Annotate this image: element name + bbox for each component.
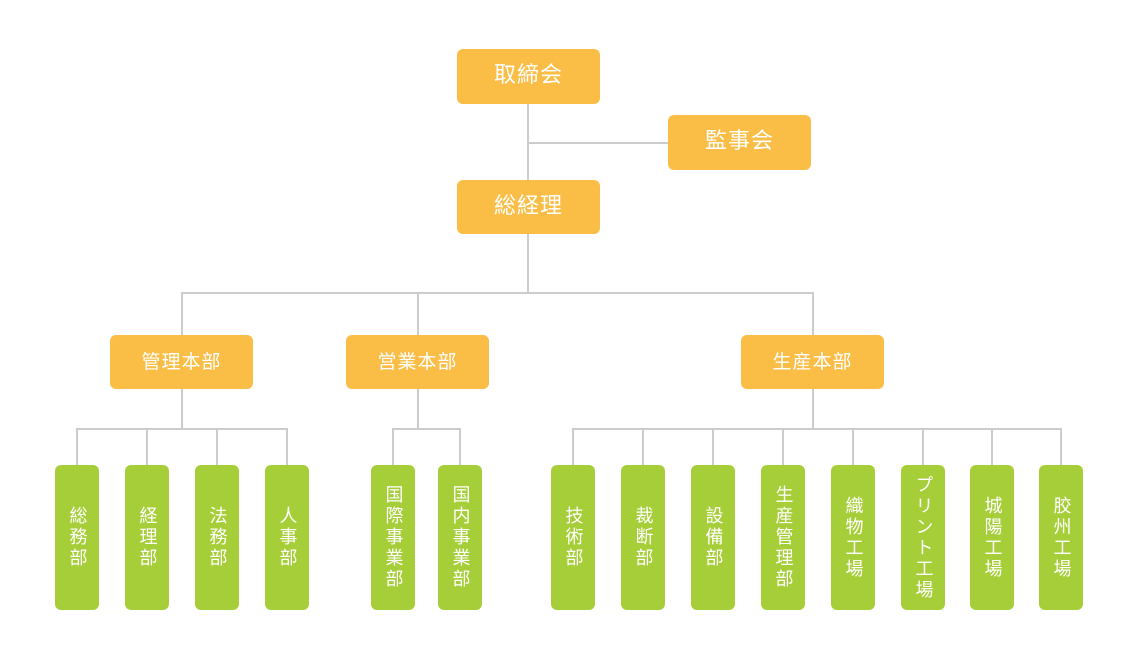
node-auditors[interactable]: 監事会 [668, 115, 811, 170]
node-division-production-label: 生産本部 [772, 350, 853, 373]
node-auditors-label: 監事会 [704, 129, 774, 155]
node-factory-textile-label: 織物工場 [842, 495, 864, 580]
connector-division-bus [181, 292, 814, 294]
connector-drop-admin-3 [216, 428, 218, 465]
node-department-human-resources-label: 人事部 [276, 506, 298, 569]
connector-drop-production-8 [1060, 428, 1062, 465]
node-factory-jiaozhou[interactable]: 胶州工場 [1039, 465, 1083, 610]
node-department-human-resources[interactable]: 人事部 [265, 465, 309, 610]
node-factory-print-label: プリント工場 [912, 474, 934, 601]
node-department-general-affairs-label: 総務部 [66, 506, 88, 569]
connector-drop-production-5 [852, 428, 854, 465]
node-president[interactable]: 総経理 [457, 180, 600, 234]
connector-production-stem [812, 389, 814, 428]
node-division-admin[interactable]: 管理本部 [110, 335, 253, 389]
connector-drop-admin-2 [146, 428, 148, 465]
connector-admin-stem [181, 389, 183, 428]
connector-drop-production-7 [991, 428, 993, 465]
node-factory-chengyang-label: 城陽工場 [981, 495, 1003, 580]
connector-sales-bus [392, 428, 460, 430]
node-department-equipment[interactable]: 設備部 [691, 465, 735, 610]
connector-drop-production-6 [922, 428, 924, 465]
node-department-engineering[interactable]: 技術部 [551, 465, 595, 610]
node-factory-print[interactable]: プリント工場 [901, 465, 945, 610]
connector-board-to-auditors [527, 142, 668, 144]
node-department-production-management-label: 生産管理部 [772, 485, 794, 590]
node-factory-chengyang[interactable]: 城陽工場 [970, 465, 1014, 610]
connector-drop-production-2 [642, 428, 644, 465]
node-department-domestic-business[interactable]: 国内事業部 [438, 465, 482, 610]
node-division-admin-label: 管理本部 [141, 350, 222, 373]
node-factory-jiaozhou-label: 胶州工場 [1050, 495, 1072, 580]
node-department-general-affairs[interactable]: 総務部 [55, 465, 99, 610]
connector-drop-production-3 [712, 428, 714, 465]
connector-admin-bus [76, 428, 287, 430]
node-department-international-business-label: 国際事業部 [382, 485, 404, 590]
node-department-domestic-business-label: 国内事業部 [449, 485, 471, 590]
node-department-engineering-label: 技術部 [562, 506, 584, 569]
node-department-production-management[interactable]: 生産管理部 [761, 465, 805, 610]
connector-drop-production-4 [782, 428, 784, 465]
connector-drop-admin-division [181, 292, 183, 335]
connector-sales-stem [417, 389, 419, 428]
node-president-label: 総経理 [493, 193, 563, 219]
node-board-label: 取締会 [493, 63, 563, 89]
node-department-accounting[interactable]: 経理部 [125, 465, 169, 610]
connector-drop-sales-2 [459, 428, 461, 465]
node-department-legal-label: 法務部 [206, 506, 228, 569]
node-department-legal[interactable]: 法務部 [195, 465, 239, 610]
node-division-sales[interactable]: 営業本部 [346, 335, 489, 389]
node-department-equipment-label: 設備部 [702, 506, 724, 569]
connector-drop-admin-1 [76, 428, 78, 465]
connector-production-bus [572, 428, 1061, 430]
node-department-cutting[interactable]: 裁断部 [621, 465, 665, 610]
node-department-accounting-label: 経理部 [136, 506, 158, 569]
connector-drop-production-division [812, 292, 814, 335]
connector-drop-production-1 [572, 428, 574, 465]
connector-drop-sales-division [417, 292, 419, 335]
node-division-sales-label: 営業本部 [377, 350, 458, 373]
node-department-cutting-label: 裁断部 [632, 506, 654, 569]
node-factory-textile[interactable]: 織物工場 [831, 465, 875, 610]
connector-drop-sales-1 [392, 428, 394, 465]
node-department-international-business[interactable]: 国際事業部 [371, 465, 415, 610]
node-division-production[interactable]: 生産本部 [741, 335, 884, 389]
connector-drop-admin-4 [286, 428, 288, 465]
node-board[interactable]: 取締会 [457, 49, 600, 104]
connector-president-stem [527, 234, 529, 292]
